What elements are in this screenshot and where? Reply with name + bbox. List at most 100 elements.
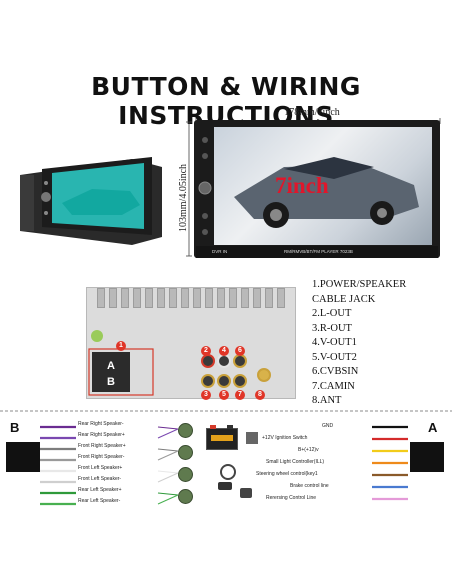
- plug-a: [410, 442, 444, 472]
- speaker-wire-label: Rear Right Speaker-: [78, 421, 124, 427]
- speaker-icon: [178, 445, 193, 460]
- connector-a-label: A: [107, 360, 115, 372]
- harness-connector: A B: [92, 352, 130, 392]
- speaker-wire-label: Front Left Speaker+: [78, 465, 123, 471]
- speaker-wire-label: Rear Left Speaker-: [78, 498, 121, 504]
- power-wire-label: GND: [322, 423, 334, 429]
- speaker-lead: [157, 448, 179, 452]
- heatsink-fin: [193, 288, 201, 308]
- speaker-icon: [178, 489, 193, 504]
- connector-number-5: 5: [219, 390, 229, 400]
- rca-jack-camin: [233, 374, 247, 388]
- heatsink-fin: [169, 288, 177, 308]
- width-dimension: 178mm/7inch: [284, 107, 340, 118]
- side-a-label: A: [428, 420, 438, 435]
- speaker-lead: [157, 450, 179, 461]
- heatsink-fin: [145, 288, 153, 308]
- device-photo-small: [12, 145, 170, 257]
- connector-number-1: 1: [116, 341, 126, 351]
- rca-jack-r-out: [217, 354, 231, 368]
- screen-size-label: 7inch: [275, 173, 329, 198]
- wires-graphic: [40, 425, 408, 506]
- speaker-wire-label: Rear Right Speaker+: [78, 432, 125, 438]
- speaker-icon: [178, 467, 193, 482]
- connector-list-item: 6.CVBSIN: [312, 366, 359, 377]
- connector-list-item: 4.V-OUT1: [312, 337, 357, 348]
- connector-list-item: 2.L-OUT: [312, 308, 352, 319]
- heatsink-fin: [97, 288, 105, 308]
- heatsink-fin: [205, 288, 213, 308]
- device-side-buttons: [198, 128, 212, 244]
- heatsink-fin: [253, 288, 261, 308]
- connector-number-7: 7: [235, 390, 245, 400]
- connector-number-2: 2: [201, 346, 211, 356]
- heatsink-fin: [217, 288, 225, 308]
- heatsink-fin: [157, 288, 165, 308]
- device-screen: [214, 127, 432, 245]
- model-label: RM/RMVB/BT/FM PLAYER 7023B: [284, 249, 353, 254]
- rca-jack-v-out2: [201, 374, 215, 388]
- plug-b: [6, 442, 40, 472]
- speaker-lead: [157, 492, 179, 496]
- battery-positive-terminal: [210, 425, 216, 429]
- heatsink-fin: [133, 288, 141, 308]
- power-wire-label: Steering wheel control(key1: [256, 471, 318, 477]
- page-title: BUTTON & WIRING INSTRUCTIONS: [91, 72, 361, 130]
- connector-b-label: B: [107, 376, 115, 388]
- device-bottom-strip: DVR IN RM/RMVB/BT/FM PLAYER 7023B: [196, 246, 438, 258]
- heatsink-fin: [241, 288, 249, 308]
- ground-screw-icon: [91, 330, 103, 342]
- car-icon: [218, 482, 232, 490]
- speaker-lead: [157, 470, 179, 474]
- speaker-icon: [178, 423, 193, 438]
- rca-jack-cvbsin: [217, 374, 231, 388]
- wiring-divider: [0, 410, 452, 412]
- speaker-wire-label: Rear Left Speaker+: [78, 487, 122, 493]
- antenna-jack: [257, 368, 271, 382]
- power-wire-label: B+(+12)v: [298, 447, 319, 453]
- power-wire-label: Rerersing Control Line: [266, 495, 317, 501]
- heatsink-fin: [265, 288, 273, 308]
- heatsink-fin: [121, 288, 129, 308]
- speaker-lead: [157, 472, 179, 483]
- connector-list-item: 8.ANT: [312, 395, 342, 406]
- dvr-in-label: DVR IN: [212, 249, 228, 254]
- speaker-lead: [157, 428, 179, 439]
- rca-jack-v-out1: [233, 354, 247, 368]
- device-buttons-graphic: [198, 137, 212, 235]
- speaker-wire-label: Front Left Speaker-: [78, 476, 122, 482]
- connector-number-4: 4: [219, 346, 229, 356]
- height-arrow: [186, 121, 192, 257]
- connector-list-item: 7.CAMIN: [312, 380, 355, 392]
- battery-label-strip: [211, 435, 233, 441]
- connector-list-item: 3.R-OUT: [312, 322, 352, 334]
- connector-list-item: CABLE JACK: [312, 293, 376, 305]
- harness-outline: [88, 348, 154, 396]
- power-wire-label: Brake control line: [290, 483, 329, 489]
- connector-list: 1.POWER/SPEAKER CABLE JACK 2.L-OUT 3.R-O…: [312, 278, 406, 409]
- power-wire-label: Small Light Controller(ILL): [266, 459, 325, 465]
- power-wire-label: +12V Ignition Switch: [262, 435, 308, 441]
- steering-wheel-icon: [220, 464, 236, 480]
- connector-list-item: 5.V-OUT2: [312, 351, 357, 363]
- battery-icon: [206, 425, 238, 450]
- rca-jack-l-out: [201, 354, 215, 368]
- connector-number-8: 8: [255, 390, 265, 400]
- speaker-wire-label: Front Right Speaker+: [78, 443, 126, 449]
- ignition-key-icon: [246, 432, 258, 444]
- connector-number-6: 6: [235, 346, 245, 356]
- heatsink-fin: [229, 288, 237, 308]
- device-photo-small-graphic: [20, 157, 162, 245]
- heatsink-fin: [181, 288, 189, 308]
- speaker-lead: [157, 426, 179, 430]
- connector-list-item: 1.POWER/SPEAKER: [312, 279, 407, 290]
- reverse-camera-icon: [240, 488, 252, 498]
- side-b-label: B: [10, 420, 20, 435]
- speaker-lead: [157, 494, 179, 505]
- connector-number-3: 3: [201, 390, 211, 400]
- car-image: [234, 157, 419, 228]
- heatsink-fin: [109, 288, 117, 308]
- heatsink-fin: [277, 288, 285, 308]
- speaker-wire-label: Front Right Speaker-: [78, 454, 125, 460]
- battery-negative-terminal: [227, 425, 233, 429]
